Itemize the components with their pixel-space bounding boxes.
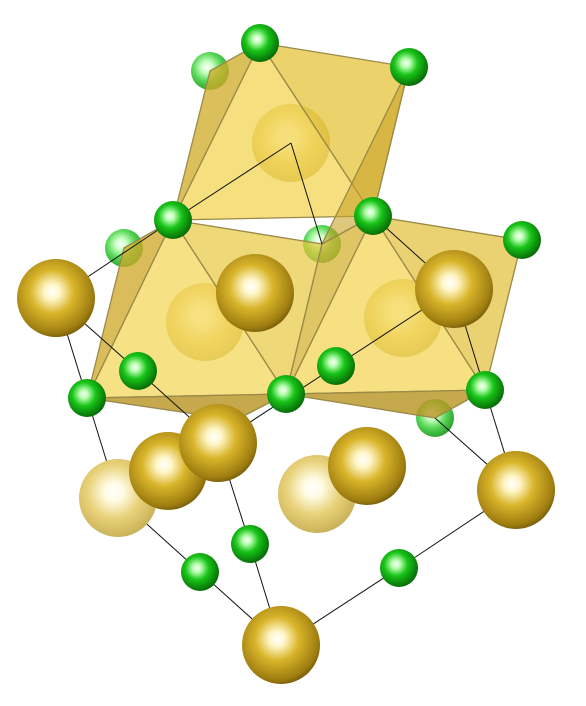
atom-Y8	[328, 427, 406, 505]
atom-green-g11	[231, 525, 269, 563]
atom-green-g3	[154, 201, 192, 239]
atom-green-g10	[466, 371, 504, 409]
front-atoms	[17, 24, 555, 684]
atom-Y9	[477, 451, 555, 529]
atom-Y2	[216, 254, 294, 332]
atom-green-g7	[119, 352, 157, 390]
atom-green-g2	[390, 48, 428, 86]
atom-Y3	[415, 250, 493, 328]
atom-green-g8	[267, 375, 305, 413]
atom-green-g6	[68, 379, 106, 417]
atom-green-g12	[181, 553, 219, 591]
atom-Y1	[17, 259, 95, 337]
atom-green-g9	[317, 347, 355, 385]
atom-green-g13	[380, 549, 418, 587]
atom-green-g1	[241, 24, 279, 62]
atom-Y7	[179, 404, 257, 482]
atom-green-g4	[354, 197, 392, 235]
atom-green-g5	[503, 221, 541, 259]
octahedron-top	[172, 42, 410, 245]
atom-Y10	[242, 606, 320, 684]
